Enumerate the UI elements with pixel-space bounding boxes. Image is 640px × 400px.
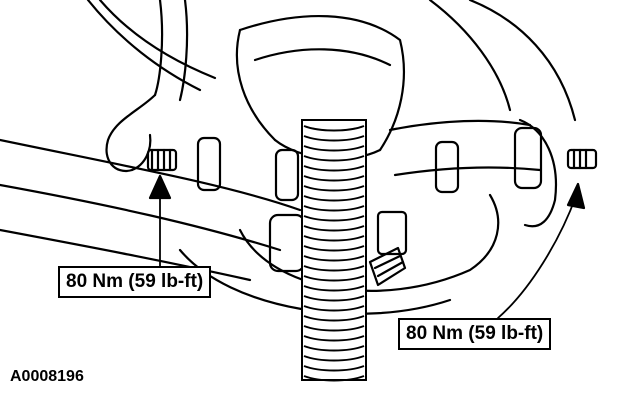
left-bolt (146, 148, 178, 172)
left-loop (105, 93, 157, 173)
right-bolt (566, 148, 598, 170)
thread-ridge (303, 365, 365, 372)
thread-ridge (303, 345, 365, 352)
thread-ridge (303, 165, 365, 172)
thread-ridge (303, 215, 365, 222)
thread-ridge (303, 175, 365, 182)
thread-ridge (303, 155, 365, 162)
thread-ridge (303, 245, 365, 252)
control-arm-lower-edge (0, 183, 282, 252)
thread-ridge (303, 125, 365, 132)
thread-ridge (303, 235, 365, 242)
thread-ridge (303, 265, 365, 272)
thread-ridge (303, 225, 365, 232)
torque-label-right: 80 Nm (59 lb-ft) (406, 323, 544, 344)
thread-ridge (303, 185, 365, 192)
lower-dish (238, 193, 500, 292)
thread-ridge (303, 275, 365, 282)
thread-ridge (303, 145, 365, 152)
frame-outline (86, 0, 202, 92)
figure-id: A0008196 (10, 368, 84, 385)
left-arrow-head (148, 174, 172, 200)
thread-ridge (303, 355, 365, 362)
threaded-shaft (301, 119, 367, 382)
right-knuckle (518, 118, 557, 228)
thread-ridge (303, 285, 365, 292)
thread-ridge (303, 325, 365, 332)
spring-housing (238, 14, 406, 152)
torque-label-left: 80 Nm (59 lb-ft) (66, 271, 204, 292)
right-arrow-head (566, 182, 586, 210)
right-bushing (434, 140, 460, 194)
right-arrow-line (497, 195, 577, 319)
left-tower (153, 0, 164, 97)
ball-joint-nut (376, 210, 408, 256)
thread-ridge (303, 315, 365, 322)
ball-joint-bushing (268, 213, 306, 273)
thread-ridge (303, 195, 365, 202)
thread-ridge (303, 305, 365, 312)
right-arm (388, 119, 532, 132)
ball-joint-stud (368, 246, 407, 287)
thread-ridge (303, 205, 365, 212)
thread-ridge (303, 135, 365, 142)
thread-ridge (303, 255, 365, 262)
torque-callout-left: 80 Nm (59 lb-ft) (58, 266, 212, 298)
thread-ridge (303, 335, 365, 342)
thread-ridge (303, 295, 365, 302)
thread-ridge (303, 375, 365, 382)
torque-callout-right: 80 Nm (59 lb-ft) (398, 318, 552, 350)
control-arm-upper-edge (0, 138, 302, 212)
left-bushing (196, 136, 222, 192)
